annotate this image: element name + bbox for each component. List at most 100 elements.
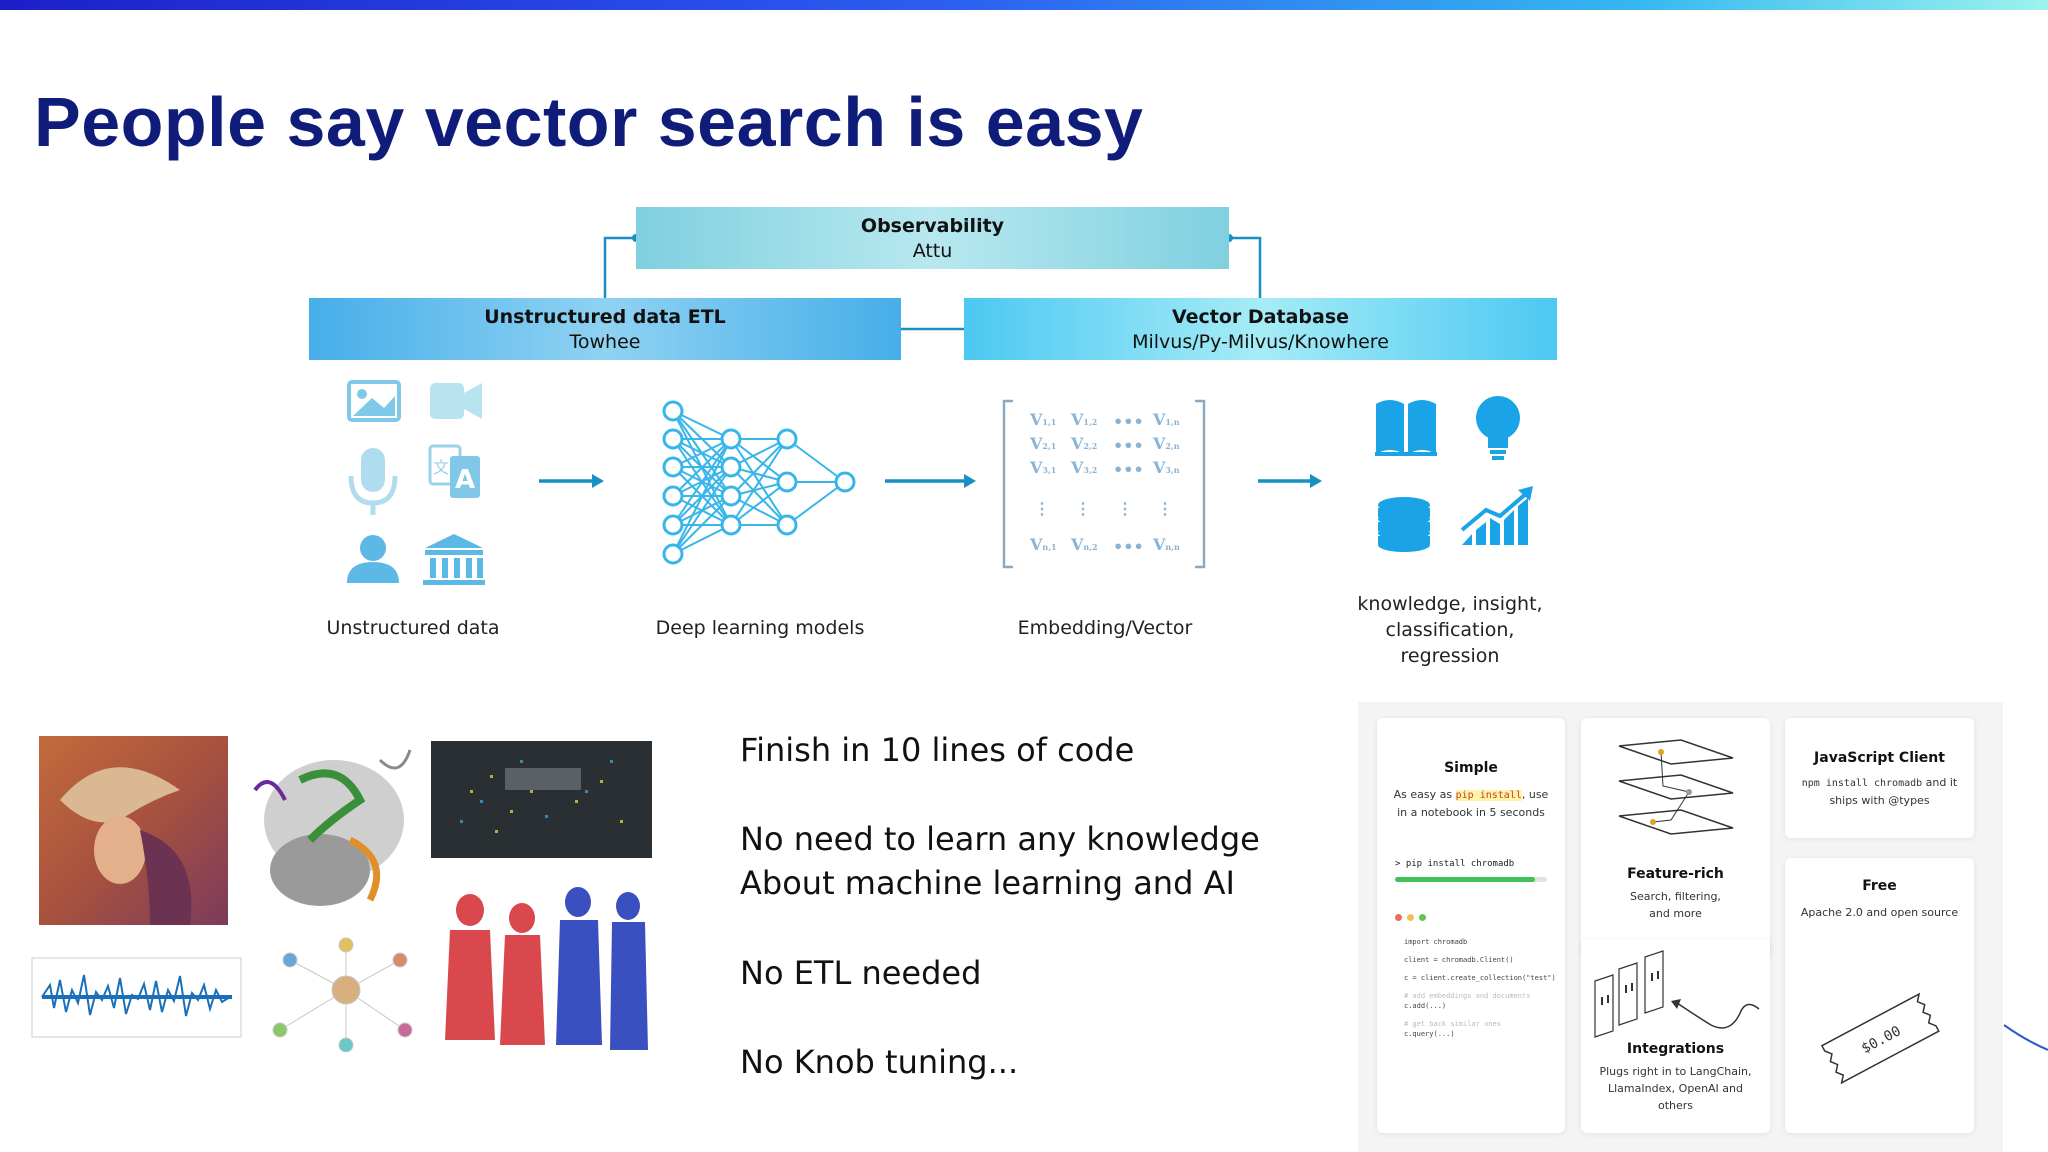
code-line: c = client.create_collection("test") <box>1404 974 1556 982</box>
terminal-command: > pip install chromadb <box>1395 859 1515 869</box>
lightbulb-icon <box>1476 396 1520 460</box>
nn-node <box>662 514 684 536</box>
price-tag-icon: $0.00 <box>1820 992 1940 1085</box>
nn-node <box>720 514 742 536</box>
card-javascript-client: JavaScript Client npm install chromadb a… <box>1785 718 1974 838</box>
nn-node <box>720 485 742 507</box>
social-network-image <box>272 937 413 1053</box>
svg-text:•••: ••• <box>1113 537 1144 556</box>
svg-text:⋮: ⋮ <box>1157 499 1173 518</box>
progress-bar <box>1395 877 1547 882</box>
protein-structure-image <box>253 749 412 906</box>
card-simple-code: pip install <box>1455 790 1522 801</box>
nn-edge <box>730 438 788 483</box>
nn-edge <box>672 524 732 555</box>
nn-edge <box>672 495 732 555</box>
growth-chart-icon <box>1460 486 1533 545</box>
code-line: import chromadb <box>1404 938 1468 946</box>
nn-node <box>720 456 742 478</box>
etl-sub: Towhee <box>569 331 641 353</box>
svg-text:•••: ••• <box>1113 460 1144 479</box>
slide-title: People say vector search is easy <box>34 83 1144 161</box>
card-integrations-desc: Plugs right in to LangChain, LlamaIndex,… <box>1581 1063 1770 1114</box>
vector-db-bar: Vector Database Milvus/Py-Milvus/Knowher… <box>964 298 1557 360</box>
card-js-desc: npm install chromadb and it ships with @… <box>1785 774 1974 809</box>
caption-deep-learning-models: Deep learning models <box>655 617 865 639</box>
nn-edge <box>672 466 732 555</box>
arrow-icon <box>539 474 1322 488</box>
nn-edge <box>672 438 732 526</box>
terminal-box: > pip install chromadb <box>1395 859 1547 882</box>
code-line: c.add(...) <box>1404 1002 1447 1010</box>
waveform-image <box>31 957 242 1038</box>
claim-no-knowledge: No need to learn any knowledge <box>740 820 1260 858</box>
word-cloud-people-image <box>445 885 655 1060</box>
observability-heading: Observability <box>860 215 1005 237</box>
svg-text:⋮: ⋮ <box>1117 499 1133 518</box>
card-feature-rich: Feature-rich Search, filtering, and more <box>1581 718 1770 958</box>
etl-heading: Unstructured data ETL <box>484 306 726 328</box>
card-js-desc-post: and it <box>1922 776 1958 789</box>
claim-about-ml: About machine learning and AI <box>740 864 1235 902</box>
etl-bar: Unstructured data ETL Towhee <box>309 298 901 360</box>
code-line: c.query(...) <box>1404 1030 1455 1038</box>
nn-edge <box>672 438 732 555</box>
nn-edge <box>730 466 788 526</box>
svg-text:⋮: ⋮ <box>1034 499 1050 518</box>
svg-text:A: A <box>455 465 475 495</box>
map-screenshot-image <box>431 741 652 858</box>
svg-text:文: 文 <box>433 458 449 477</box>
person-icon <box>347 535 399 583</box>
nn-edge <box>786 438 846 483</box>
progress-fill <box>1395 877 1535 882</box>
bank-icon <box>423 534 485 585</box>
nn-edge <box>672 438 732 468</box>
code-line: client = chromadb.Client() <box>1404 956 1514 964</box>
microphone-icon <box>348 448 398 515</box>
card-integrations-desc3: others <box>1657 1099 1694 1112</box>
card-integrations-desc2: LlamaIndex, OpenAI and <box>1608 1082 1743 1095</box>
code-line: # add embeddings and documents <box>1404 992 1531 1000</box>
portrait-photo <box>39 736 228 925</box>
nn-node <box>662 400 684 422</box>
card-free: Free Apache 2.0 and open source $0.00 <box>1785 858 1974 1133</box>
nn-node <box>720 428 742 450</box>
nn-node <box>776 514 798 536</box>
card-simple-desc-pre: As easy as <box>1393 788 1456 801</box>
observability-sub: Attu <box>912 240 953 262</box>
nn-edge <box>730 495 788 526</box>
nn-node <box>662 456 684 478</box>
card-integrations: Integrations Plugs right in to LangChain… <box>1581 939 1770 1133</box>
card-integrations-desc1: Plugs right in to LangChain, <box>1599 1065 1752 1078</box>
vector-db-sub: Milvus/Py-Milvus/Knowhere <box>1132 331 1389 353</box>
card-feature-title: Feature-rich <box>1627 866 1724 882</box>
claim-no-etl: No ETL needed <box>740 954 982 992</box>
card-feature-desc: Search, filtering, and more <box>1581 888 1770 922</box>
claim-ten-lines: Finish in 10 lines of code <box>740 731 1135 769</box>
card-simple-desc-line2: in a notebook in 5 seconds <box>1397 806 1545 819</box>
caption-unstructured-data: Unstructured data <box>326 617 500 639</box>
svg-text:•••: ••• <box>1113 436 1144 455</box>
card-js-code: npm install chromadb <box>1801 778 1923 789</box>
vector-db-heading: Vector Database <box>1171 306 1350 328</box>
nn-edge <box>730 438 788 526</box>
card-simple-desc-post: , use <box>1521 788 1549 801</box>
translate-icon: A 文 <box>428 444 480 498</box>
code-line: # get back similar ones <box>1404 1020 1501 1028</box>
observability-bar: Observability Attu <box>636 207 1229 269</box>
nn-node <box>834 471 856 493</box>
card-feature-desc1: Search, filtering, <box>1630 890 1721 903</box>
top-gradient-bar <box>0 0 2048 10</box>
card-simple: Simple As easy as pip install, use in a … <box>1377 718 1565 1133</box>
nn-node <box>662 428 684 450</box>
svg-text:⋮: ⋮ <box>1075 499 1091 518</box>
nn-node <box>776 428 798 450</box>
window-dot-yellow <box>1407 914 1415 921</box>
image-icon <box>347 380 401 422</box>
card-free-title: Free <box>1862 878 1897 894</box>
